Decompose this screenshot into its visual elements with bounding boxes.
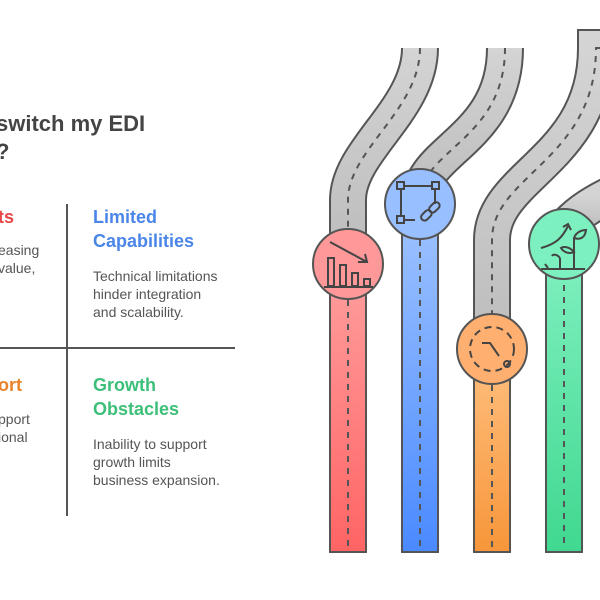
blue-road <box>401 204 439 553</box>
declining-bar-chart-icon <box>312 228 384 300</box>
diagram-title: switch my EDI ? <box>0 111 146 164</box>
green-road <box>545 249 583 553</box>
gray-road-3 <box>473 29 600 345</box>
quadrant-divider-horizontal <box>0 347 235 349</box>
quadrant-heading-support: ort <box>0 375 22 395</box>
linked-nodes-icon <box>384 168 456 240</box>
quadrant-description-support: pport ional <box>0 411 30 445</box>
quadrant-heading-limited-capabilities: Limited Capabilities <box>93 207 195 251</box>
growing-plant-icon <box>528 208 600 280</box>
quadrant-divider-vertical <box>66 204 68 516</box>
red-road <box>329 259 367 553</box>
quadrant-description-limited-capabilities: Technical limitations hinder integration… <box>93 268 218 320</box>
gray-road-1 <box>329 46 439 250</box>
quadrant-description-growth-obstacles: Inability to support growth limits busin… <box>93 436 220 488</box>
quadrant-heading-growth-obstacles: Growth Obstacles <box>93 375 180 419</box>
quadrant-description-costs: easing value, <box>0 242 40 276</box>
clock-icon <box>456 313 528 385</box>
quadrant-heading-costs: ts <box>0 207 15 227</box>
